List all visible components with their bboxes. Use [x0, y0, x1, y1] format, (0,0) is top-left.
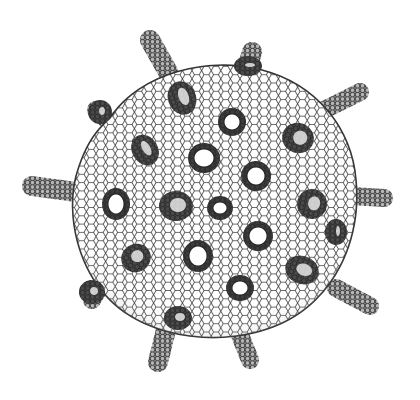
surface-hole	[234, 56, 262, 76]
hole-opening	[212, 201, 228, 215]
nanotube-wall	[140, 30, 178, 82]
surface-hole	[102, 188, 130, 220]
hole-opening	[296, 263, 313, 277]
hole-opening	[308, 196, 321, 211]
surface-hole	[159, 191, 193, 221]
nanotube	[326, 278, 380, 316]
hole-opening	[336, 226, 340, 236]
hole-opening	[231, 280, 249, 296]
hole-opening	[175, 313, 185, 321]
nanotube-wall	[148, 320, 176, 372]
nanotube	[314, 82, 370, 120]
hole-opening	[245, 63, 255, 67]
hole-opening	[99, 107, 105, 115]
hole-opening	[90, 287, 98, 295]
nanotube-wall	[327, 279, 379, 315]
hole-opening	[223, 113, 241, 131]
hole-opening	[248, 226, 268, 246]
surface-hole	[188, 143, 220, 173]
surface-hole	[79, 280, 105, 304]
nanotube	[139, 29, 179, 83]
hole-opening	[131, 250, 144, 263]
hole-opening	[188, 245, 208, 267]
surface-hole	[282, 122, 314, 154]
surface-hole	[88, 100, 112, 124]
surface-hole	[241, 161, 271, 191]
nanotube	[21, 175, 87, 203]
hole-opening	[107, 193, 125, 215]
surface-hole	[297, 189, 327, 219]
nanotube-wall	[315, 83, 369, 119]
hole-rim-mesh	[325, 219, 347, 245]
surface-hole	[285, 255, 319, 285]
surface-hole	[183, 240, 213, 272]
surface-hole	[243, 221, 273, 251]
surface-hole	[218, 108, 246, 136]
surface-hole	[325, 219, 347, 245]
nanotube	[147, 319, 177, 373]
surface-hole	[207, 196, 233, 220]
surface-holes	[79, 56, 347, 330]
hole-opening	[140, 140, 152, 156]
surface-hole	[131, 134, 159, 166]
surface-hole	[226, 275, 254, 301]
hole-opening	[293, 130, 308, 145]
surface-hole	[164, 306, 192, 330]
hole-opening	[170, 198, 186, 212]
surface-hole	[121, 243, 151, 273]
hole-opening	[177, 87, 190, 106]
hole-opening	[193, 148, 215, 168]
hole-opening	[246, 166, 266, 186]
surface-hole	[167, 81, 197, 115]
nanotube-wall	[22, 176, 86, 202]
